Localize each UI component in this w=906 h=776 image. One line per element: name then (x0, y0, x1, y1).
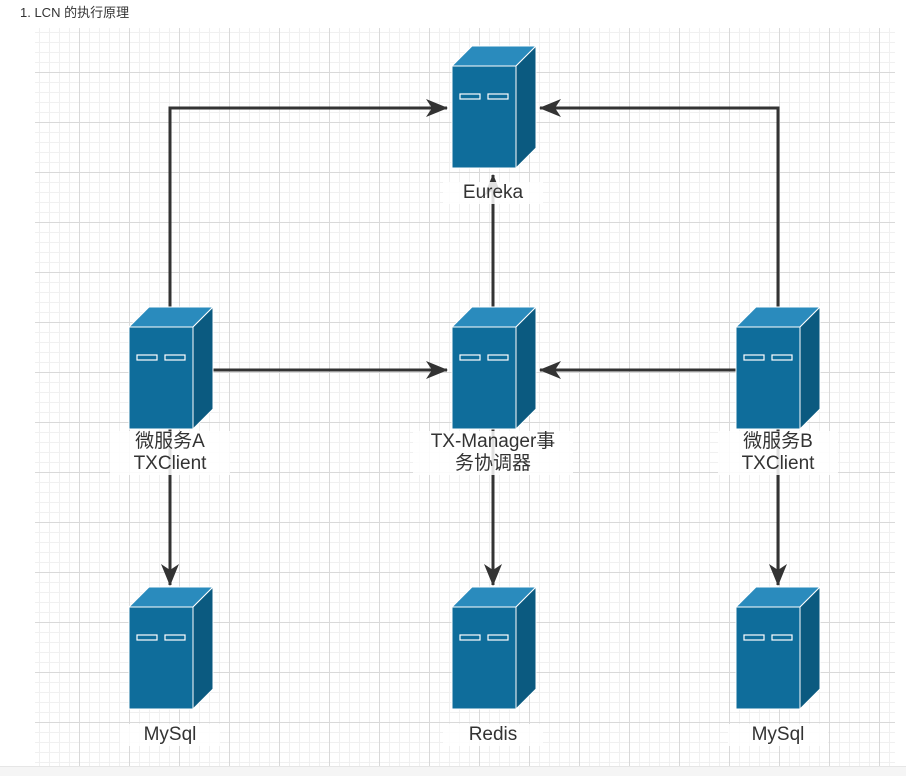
server-slot-left (459, 354, 481, 361)
server-icons (127, 44, 822, 711)
server-slot-left (136, 634, 158, 641)
label-service-b-line-2: TXClient (718, 453, 838, 475)
server-front-face (451, 606, 517, 710)
server-side-face (192, 585, 214, 711)
label-mysql-a-line-1: MySql (120, 724, 220, 746)
label-redis: Redis (443, 724, 543, 746)
server-slot-left (743, 354, 765, 361)
label-service-a-line-2: TXClient (110, 453, 230, 475)
server-icon-service-a (127, 305, 215, 431)
server-slot-right (487, 634, 509, 641)
server-slot-left (136, 354, 158, 361)
label-tx-manager-line-2: 务协调器 (413, 453, 573, 475)
server-side-face (192, 305, 214, 431)
server-slot-right (164, 634, 186, 641)
server-front-face (128, 606, 194, 710)
label-eureka: Eureka (443, 182, 543, 204)
server-slot-left (459, 634, 481, 641)
label-service-b-line-1: 微服务B (718, 431, 838, 453)
server-front-face (128, 326, 194, 430)
server-slot-right (164, 354, 186, 361)
server-slot-right (487, 354, 509, 361)
server-front-face (451, 326, 517, 430)
server-side-face (515, 585, 537, 711)
label-tx-manager: TX-Manager事 务协调器 (413, 431, 573, 475)
server-side-face (515, 305, 537, 431)
section-caption: 1. LCN 的执行原理 (20, 5, 130, 20)
server-slot-left (743, 634, 765, 641)
server-icon-redis (450, 585, 538, 711)
server-side-face (515, 44, 537, 170)
label-service-a: 微服务A TXClient (110, 431, 230, 475)
bottom-strip (0, 766, 906, 776)
label-mysql-b: MySql (728, 724, 828, 746)
label-tx-manager-line-1: TX-Manager事 (413, 431, 573, 453)
server-side-face (799, 585, 821, 711)
label-eureka-line-1: Eureka (443, 182, 543, 204)
label-redis-line-1: Redis (443, 724, 543, 746)
server-front-face (735, 606, 801, 710)
server-icon-tx-manager (450, 305, 538, 431)
label-service-a-line-1: 微服务A (110, 431, 230, 453)
server-slot-right (487, 93, 509, 100)
server-icon-mysql-a (127, 585, 215, 711)
label-mysql-b-line-1: MySql (728, 724, 828, 746)
edge-service-b-to-eureka (539, 99, 780, 310)
server-icon-mysql-b (734, 585, 822, 711)
server-slot-left (459, 93, 481, 100)
server-side-face (799, 305, 821, 431)
label-service-b: 微服务B TXClient (718, 431, 838, 475)
edge-service-a-to-eureka (168, 99, 448, 310)
server-slot-right (771, 354, 793, 361)
server-icon-service-b (734, 305, 822, 431)
server-icon-eureka (450, 44, 538, 170)
server-slot-right (771, 634, 793, 641)
server-front-face (735, 326, 801, 430)
server-front-face (451, 65, 517, 169)
label-mysql-a: MySql (120, 724, 220, 746)
